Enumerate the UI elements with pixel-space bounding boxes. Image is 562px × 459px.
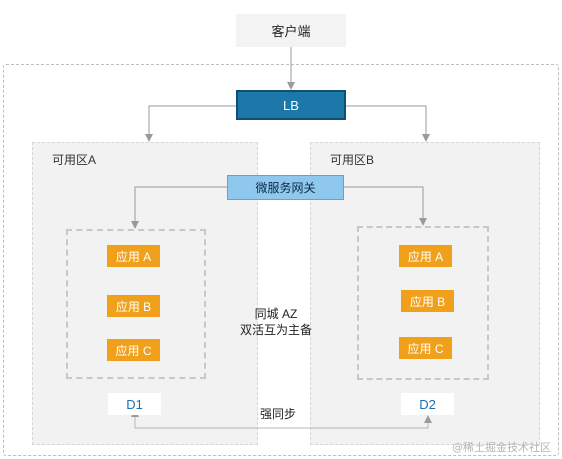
app-label: 应用 B [409,294,446,309]
sync-line [131,409,432,429]
zone-a-app-a: 应用 A [107,245,160,267]
zone-a-label: 可用区A [52,153,97,167]
zone-b-label: 可用区B [330,153,375,167]
watermark: @稀土掘金技术社区 [452,441,551,454]
gateway-to-apps-b-arrow [344,186,427,226]
gateway-to-apps-a-arrow [131,186,227,229]
gateway-label: 微服务网关 [255,181,316,195]
app-label: 应用 A [407,249,444,264]
db-label: D2 [419,396,436,412]
app-group-b [357,226,489,380]
app-group-a [66,229,206,379]
zone-b-app-c: 应用 C [399,337,452,359]
zone-b-app-a: 应用 A [399,245,452,267]
lb-label: LB [283,97,299,113]
sync-label: 强同步 [259,407,296,421]
database-d2: D2 [401,393,454,415]
az-note-line1: 同城 AZ [254,307,298,321]
zone-a-app-c: 应用 C [107,339,160,361]
app-label: 应用 A [115,249,152,264]
microservice-gateway-box: 微服务网关 [227,175,344,200]
zone-b-app-b: 应用 B [401,290,454,312]
client-box: 客户端 [236,14,346,47]
lb-to-zone-b-arrow [346,105,430,142]
az-note-line2: 双活互为主备 [239,323,312,337]
lb-to-zone-a-arrow [145,105,236,142]
load-balancer-box: LB [236,90,346,120]
region-boundary [3,64,559,456]
app-label: 应用 C [407,341,444,356]
db-label: D1 [126,396,143,412]
app-label: 应用 C [115,343,152,358]
database-d1: D1 [108,393,161,415]
az-note: 同城 AZ 双活互为主备 [232,306,320,338]
app-label: 应用 B [115,299,152,314]
client-label: 客户端 [271,24,311,39]
zone-a-app-b: 应用 B [107,295,160,317]
